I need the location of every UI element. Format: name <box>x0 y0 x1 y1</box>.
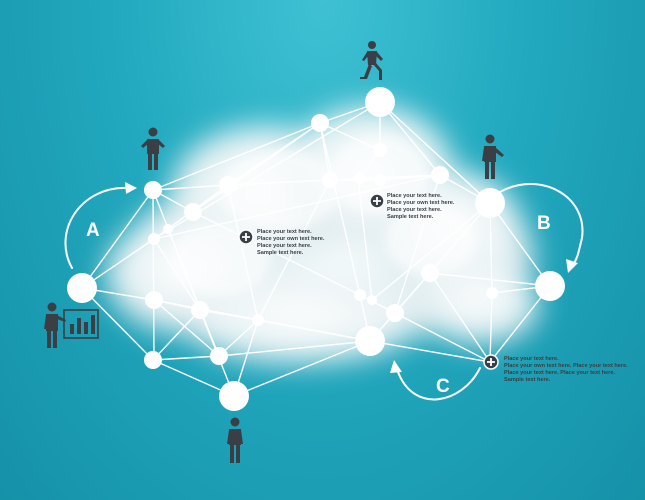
network-node <box>421 264 439 282</box>
note-line: Place your own text here. Place your tex… <box>504 363 628 369</box>
note-line: Place your text here. Place your text he… <box>504 370 615 376</box>
plus-markers <box>238 193 499 370</box>
plus-circle-icon <box>369 193 385 209</box>
curved-arrow-b <box>499 183 584 267</box>
note-line: Place your own text here. <box>387 200 455 206</box>
network-node <box>219 176 237 194</box>
note-line: Place your text here. <box>504 356 559 362</box>
curved-arrows <box>64 182 584 401</box>
note-line: Sample text here. <box>504 377 551 383</box>
note-line: Sample text here. <box>387 214 434 220</box>
hub-node <box>355 326 385 356</box>
network-nodes <box>67 87 565 411</box>
note-line: Place your own text here. <box>257 236 325 242</box>
hub-node <box>219 381 249 411</box>
hub-node <box>67 273 97 303</box>
hub-node <box>475 188 505 218</box>
network-node <box>144 351 162 369</box>
arrow-head-icon <box>390 360 402 373</box>
network-node <box>145 291 163 309</box>
network-node <box>354 289 366 301</box>
network-node <box>148 233 160 245</box>
network-edges <box>81 101 551 397</box>
curved-arrow-c <box>397 367 481 401</box>
network-node <box>386 304 404 322</box>
network-node <box>367 295 377 305</box>
text-note: Place your text here. Place your own tex… <box>257 229 324 257</box>
network-node <box>486 287 498 299</box>
network-node <box>322 172 338 188</box>
network-node <box>252 314 264 326</box>
network-node <box>374 174 386 186</box>
arrow-head-icon <box>125 182 137 194</box>
pointing-person-icon <box>482 134 504 179</box>
standing-person-icon <box>141 127 165 170</box>
note-line: Place your text here. <box>257 243 312 249</box>
network-node <box>354 172 366 184</box>
network-node <box>311 114 329 132</box>
network-node <box>163 224 173 234</box>
presenter-with-chart-icon <box>44 302 99 348</box>
arrow-label-c: C <box>436 376 450 397</box>
network-node <box>431 166 449 184</box>
network-node <box>144 181 162 199</box>
network-node <box>184 203 202 221</box>
note-line: Place your text here. <box>387 193 442 199</box>
plus-circle-icon <box>483 354 499 370</box>
text-note: Place your text here. Place your own tex… <box>504 356 628 384</box>
text-note: Place your text here. Place your own tex… <box>387 193 454 221</box>
note-line: Sample text here. <box>257 250 304 256</box>
arrow-head-icon <box>566 259 578 273</box>
hub-node <box>365 87 395 117</box>
note-line: Place your text here. <box>387 207 442 213</box>
note-line: Place your text here. <box>257 229 312 235</box>
network-node <box>210 347 228 365</box>
network-node <box>373 143 387 157</box>
standing-person-icon <box>227 417 243 463</box>
network-node <box>191 301 209 319</box>
plus-circle-icon <box>238 229 254 245</box>
walking-person-icon <box>360 41 383 80</box>
arrow-label-b: B <box>537 213 551 234</box>
hub-node <box>535 271 565 301</box>
curved-arrow-a <box>64 186 129 269</box>
arrow-label-a: A <box>86 220 100 241</box>
bar-chart-icon <box>63 309 99 339</box>
